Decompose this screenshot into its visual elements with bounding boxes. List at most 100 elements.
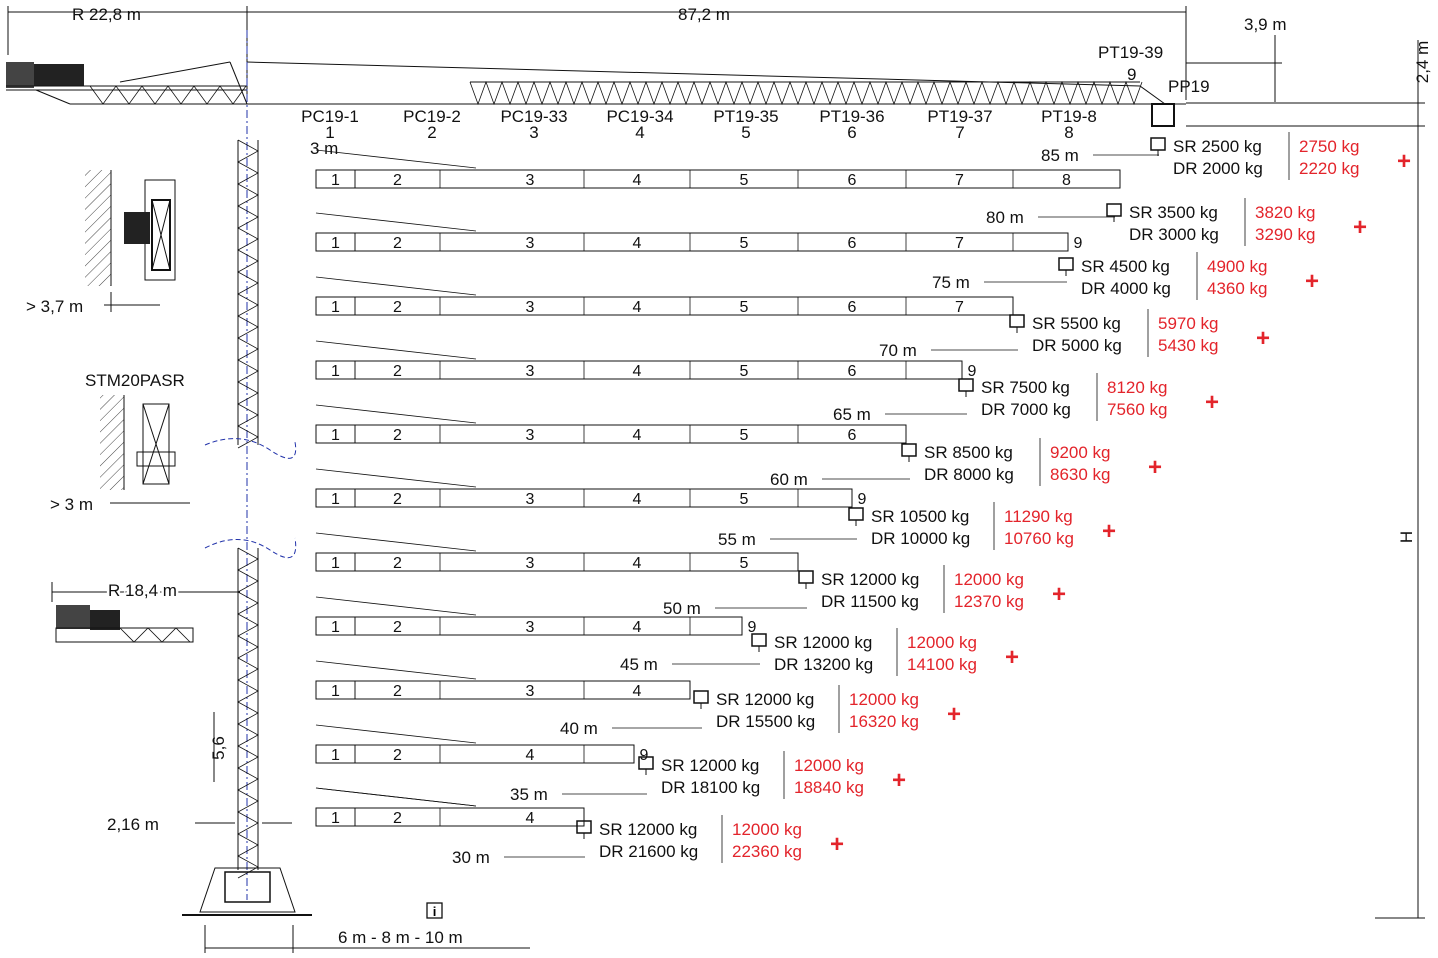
segment-5: 5 <box>740 235 749 252</box>
sr-plus-load: 8120 kg <box>1107 378 1168 397</box>
small-counter-jib <box>55 605 194 643</box>
segment-4: 4 <box>633 363 642 380</box>
segment-4: 4 <box>633 491 642 508</box>
segment-1: 1 <box>331 619 340 636</box>
hook-icon <box>1106 203 1122 217</box>
sr-load: SR 8500 kg <box>924 443 1013 462</box>
reach-label: 35 m <box>510 785 548 804</box>
segment-5: 5 <box>740 299 749 316</box>
hook-icon <box>1009 314 1025 328</box>
dr-load: DR 18100 kg <box>661 778 760 797</box>
segment-2: 2 <box>393 619 402 636</box>
dr-plus-load: 4360 kg <box>1207 279 1268 298</box>
segment-1: 1 <box>331 172 340 189</box>
segment-6: 6 <box>848 235 857 252</box>
segment-1: 1 <box>331 363 340 380</box>
reach-label: 70 m <box>879 341 917 360</box>
segment-1: 1 <box>331 747 340 764</box>
section-code-7: PT19-37 <box>927 107 992 126</box>
reach-label: 55 m <box>718 530 756 549</box>
head-height-label: 2,4 m <box>1413 41 1432 84</box>
pp-section-label: PP19 <box>1168 77 1210 96</box>
sr-plus-load: 9200 kg <box>1050 443 1111 462</box>
segment-9: 9 <box>748 619 757 636</box>
left-insets: > 3,7 m STM20PASR > 3 m R 18,4 m 5,6 2,1… <box>26 170 530 953</box>
section-code-3: PC19-33 <box>500 107 567 126</box>
dr-load: DR 11500 kg <box>821 592 919 611</box>
dr-load: DR 5000 kg <box>1032 336 1122 355</box>
section-number-7: 7 <box>955 123 964 142</box>
segment-3: 3 <box>526 235 535 252</box>
section-code-8: PT19-8 <box>1041 107 1097 126</box>
sr-load: SR 5500 kg <box>1032 314 1121 333</box>
sr-load: SR 4500 kg <box>1081 257 1170 276</box>
crane-mast <box>182 139 312 916</box>
segment-6: 6 <box>848 299 857 316</box>
sr-plus-load: 12000 kg <box>849 690 919 709</box>
jib-total-length: 87,2 m <box>678 5 730 24</box>
base-size-label: 6 m - 8 m - 10 m <box>338 928 463 947</box>
hook-icon <box>848 507 864 521</box>
segment-2: 2 <box>393 427 402 444</box>
plus-icon: + <box>1148 454 1162 481</box>
info-icon[interactable]: i <box>426 902 443 919</box>
reach-label: 40 m <box>560 719 598 738</box>
hook-icon <box>958 378 974 392</box>
dr-plus-load: 3290 kg <box>1255 225 1316 244</box>
segment-1: 1 <box>331 235 340 252</box>
segment-6: 6 <box>848 363 857 380</box>
segment-4: 4 <box>633 172 642 189</box>
wall-clearance-1: > 3,7 m <box>26 297 83 316</box>
height-label: H <box>1397 531 1416 543</box>
dr-load: DR 4000 kg <box>1081 279 1171 298</box>
section-9-label: 9 <box>1127 65 1136 84</box>
dr-load: DR 2000 kg <box>1173 159 1263 178</box>
segment-2: 2 <box>393 299 402 316</box>
section-number-2: 2 <box>427 123 436 142</box>
segment-5: 5 <box>740 363 749 380</box>
segment-5: 5 <box>740 491 749 508</box>
anchor-frame-icon <box>136 403 176 485</box>
plus-icon: + <box>1102 518 1116 545</box>
reach-label: 60 m <box>770 470 808 489</box>
segment-7: 7 <box>955 172 964 189</box>
hook-icon <box>901 443 917 457</box>
dr-plus-load: 7560 kg <box>1107 400 1168 419</box>
segment-3: 3 <box>526 299 535 316</box>
sr-plus-load: 12000 kg <box>794 756 864 775</box>
dr-plus-load: 22360 kg <box>732 842 802 861</box>
sr-plus-load: 2750 kg <box>1299 137 1360 156</box>
dr-plus-load: 2220 kg <box>1299 159 1360 178</box>
top-dimensions: R 22,8 m 87,2 m 3,9 m 2,4 m PT19-39 9 PP… <box>7 5 1432 919</box>
segment-7: 7 <box>955 299 964 316</box>
segment-7: 7 <box>955 235 964 252</box>
dr-load: DR 3000 kg <box>1129 225 1219 244</box>
hook-icon <box>1058 257 1074 271</box>
reach-label: 75 m <box>932 273 970 292</box>
reach-label: 85 m <box>1041 146 1079 165</box>
plus-icon: + <box>1005 644 1019 671</box>
section-number-1: 1 <box>325 123 334 142</box>
sr-plus-load: 12000 kg <box>732 820 802 839</box>
segment-2: 2 <box>393 555 402 572</box>
clearance-label: 3 m <box>310 139 338 158</box>
segment-3: 3 <box>526 555 535 572</box>
segment-3: 3 <box>526 491 535 508</box>
sr-plus-load: 4900 kg <box>1207 257 1268 276</box>
